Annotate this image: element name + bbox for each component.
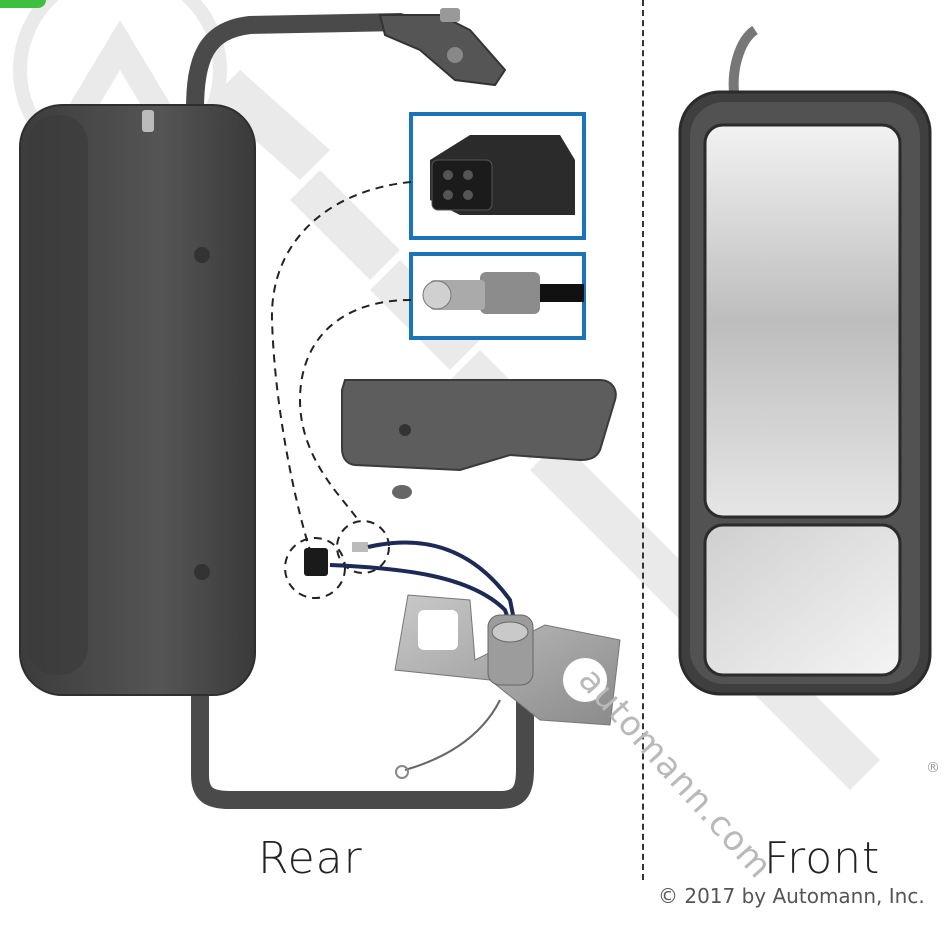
cover-panel [341, 379, 617, 499]
rear-mirror-arm [186, 8, 534, 809]
wiring-harness [304, 540, 517, 779]
corner-badge [0, 0, 46, 8]
mounting-bracket [394, 594, 621, 726]
callout-leader-lines [270, 181, 412, 599]
rear-mirror-housing [19, 104, 256, 696]
front-mirror [678, 25, 932, 696]
rear-label: Rear [258, 833, 363, 884]
coax-callout [409, 252, 586, 340]
front-label: Front [764, 833, 881, 884]
section-divider [642, 0, 644, 880]
registered-mark: ® [926, 760, 940, 776]
connector-callout [409, 112, 586, 240]
copyright-text: © 2017 by Automann, Inc. [658, 884, 925, 908]
